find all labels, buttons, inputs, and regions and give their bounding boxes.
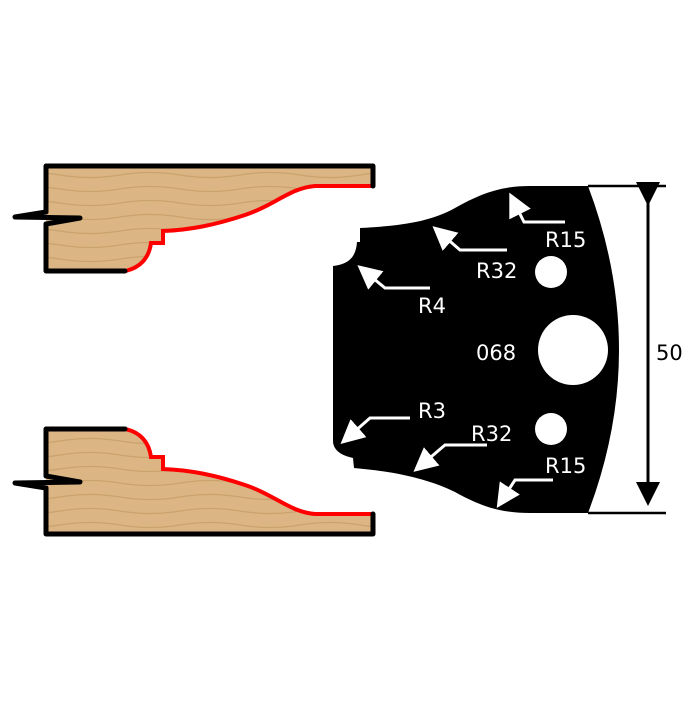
leader-arrow-r32-bottom	[413, 443, 487, 472]
knife-code: 068	[476, 341, 516, 365]
leader-arrow-r15-bottom	[496, 478, 553, 509]
dimension-label-height: 50	[656, 341, 683, 365]
label-r4: R4	[418, 294, 446, 318]
label-r15-top: R15	[545, 228, 586, 252]
knife-hole-bottom	[535, 413, 567, 445]
knife-hole-top	[535, 256, 567, 288]
leader-arrow-r15-top	[509, 192, 565, 224]
leader-arrow-r3	[340, 416, 410, 444]
wood-profile-top	[15, 166, 373, 271]
label-r32-bottom: R32	[471, 422, 512, 446]
leader-arrow-r4	[357, 265, 430, 290]
wood-profile-bottom	[15, 429, 373, 534]
knife-hole-center	[538, 315, 608, 385]
label-r3: R3	[418, 399, 446, 423]
leader-arrow-r32-top	[432, 226, 507, 252]
height-dimension	[588, 182, 666, 515]
label-r15-bottom: R15	[545, 454, 586, 478]
label-r32-top: R32	[476, 259, 517, 283]
